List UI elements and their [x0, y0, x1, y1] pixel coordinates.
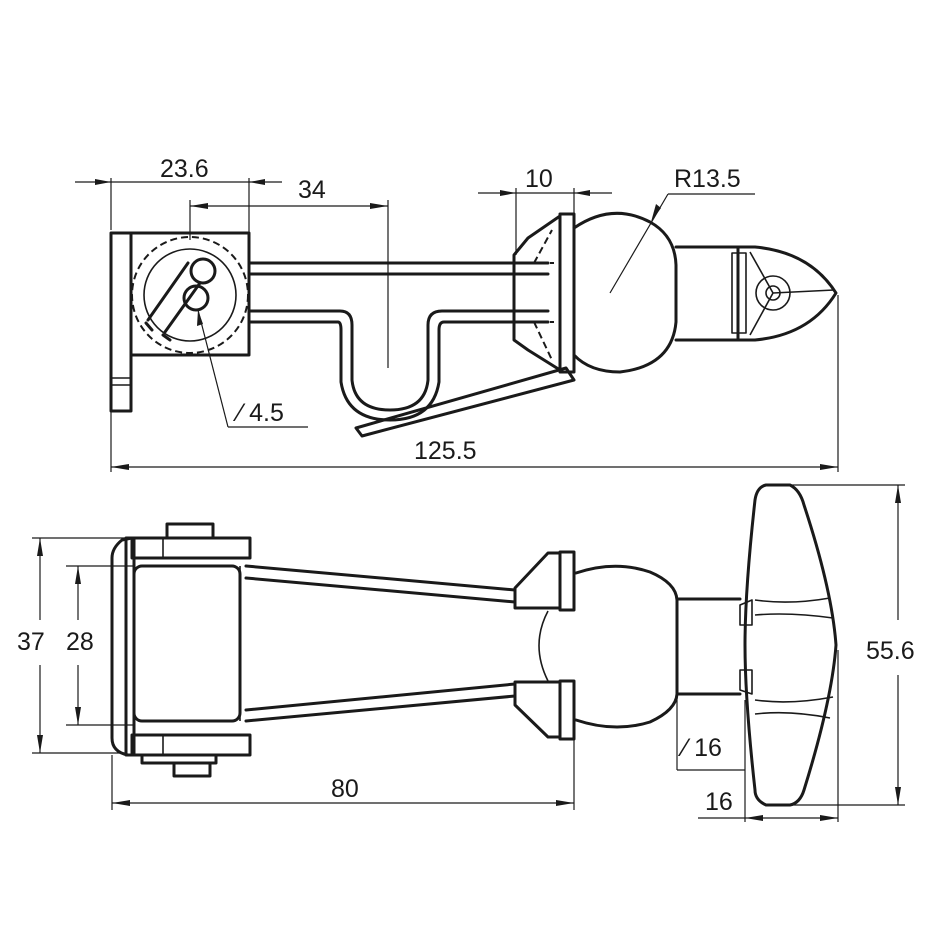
dim-pivot-to-slot: 34: [298, 176, 326, 204]
dim-arm-length: 80: [331, 775, 359, 803]
side-view: 23.6 34 10 R13.5 ⁄ 4.5: [75, 155, 839, 472]
dim-hinge-offset: 23.6: [160, 155, 209, 183]
dim-overall-length: 125.5: [414, 437, 477, 465]
dim-ball-radius: R13.5: [674, 165, 741, 193]
mounting-plate: [109, 231, 251, 413]
dim-handle-depth: 16: [705, 788, 733, 816]
top-ball: [538, 564, 742, 729]
dim-base-height: 37: [17, 628, 45, 656]
top-view-dimensions: 37 28 80 ⁄ 16 16: [17, 484, 915, 822]
top-view: 37 28 80 ⁄ 16 16: [17, 483, 915, 822]
side-view-dimensions: 23.6 34 10 R13.5 ⁄ 4.5: [75, 155, 839, 472]
dim-pin-diameter: ⁄ 4.5: [232, 399, 284, 427]
base-bracket: [110, 522, 252, 778]
hinge-disc: [131, 236, 249, 354]
cone-collar: [512, 212, 576, 374]
dim-cone-width: 10: [525, 165, 553, 193]
ball-joint: [572, 211, 740, 374]
dim-neck-diameter: ⁄ 16: [677, 734, 722, 762]
t-handle-top: [739, 483, 838, 807]
top-arms: [244, 564, 517, 723]
dim-inner-height: 28: [66, 628, 94, 656]
top-collars: [513, 550, 576, 741]
t-handle-side: [731, 245, 838, 342]
dim-handle-height: 55.6: [866, 637, 915, 665]
bracket-arm: [247, 261, 576, 438]
